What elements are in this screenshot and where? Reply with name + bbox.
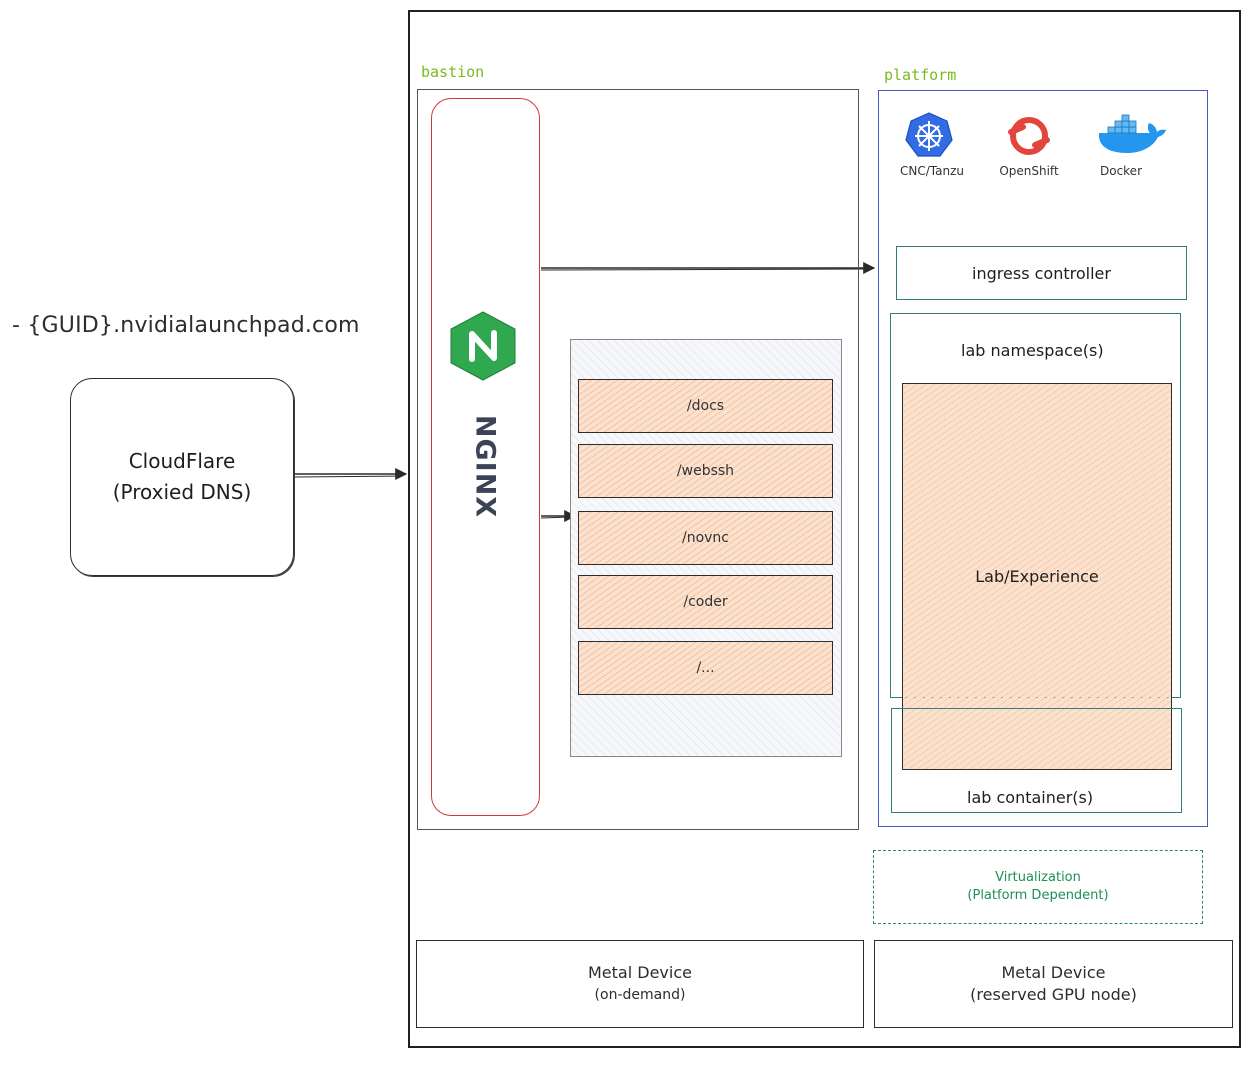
virtualization-line-1: Virtualization: [995, 870, 1081, 885]
lab-container-label: lab container(s): [967, 788, 1094, 807]
route-coder: /coder: [578, 575, 833, 629]
system-frame: [408, 10, 1241, 1048]
metal-right-label-group: Metal Device (reserved GPU node): [970, 962, 1137, 1006]
bastion-title: bastion: [421, 63, 485, 81]
cloudflare-line-1: CloudFlare: [128, 449, 236, 473]
ingress-controller-label: ingress controller: [972, 263, 1111, 283]
lab-container-box: [891, 708, 1182, 813]
route-webssh: /webssh: [578, 444, 833, 498]
metal-right-line-1: Metal Device: [1001, 963, 1106, 982]
virtualization-label-group: Virtualization (Platform Dependent): [967, 869, 1108, 905]
lab-namespace-label: lab namespace(s): [961, 341, 1104, 360]
metal-left-label-group: Metal Device (on-demand): [588, 962, 692, 1006]
cloudflare-label-group: CloudFlare (Proxied DNS): [113, 446, 252, 508]
route-docs: /docs: [578, 379, 833, 433]
metal-device-reserved-gpu: Metal Device (reserved GPU node): [874, 940, 1233, 1028]
nginx-container: [431, 98, 540, 816]
route-novnc: /novnc: [578, 511, 833, 565]
platform-logo-label-tanzu: CNC/Tanzu: [900, 164, 964, 178]
platform-logo-label-docker: Docker: [1099, 164, 1143, 178]
lab-experience-box: Lab/Experience: [902, 383, 1172, 770]
platform-container: [878, 90, 1208, 827]
bastion-container: [417, 89, 859, 830]
openshift-icon: [1005, 112, 1053, 160]
virtualization-line-2: (Platform Dependent): [967, 888, 1109, 903]
ingress-controller-box: ingress controller: [896, 246, 1187, 300]
virtualization-box: Virtualization (Platform Dependent): [873, 850, 1203, 924]
metal-right-line-2: (reserved GPU node): [970, 985, 1137, 1004]
lab-experience-label: Lab/Experience: [975, 567, 1099, 586]
metal-left-line-1: Metal Device: [588, 963, 692, 982]
platform-logo-label-openshift: OpenShift: [999, 164, 1059, 178]
docker-icon: [1097, 112, 1167, 156]
cloudflare-line-2: (Proxied DNS): [112, 480, 252, 504]
metal-device-on-demand: Metal Device (on-demand): [416, 940, 864, 1028]
cloudflare-node: CloudFlare (Proxied DNS): [70, 378, 294, 576]
route-more: /...: [578, 641, 833, 695]
metal-left-line-2: (on-demand): [594, 987, 686, 1003]
nvidia-launchpad-domain: - {GUID}.nvidialaunchpad.com: [12, 313, 360, 338]
platform-title: platform: [884, 66, 957, 84]
nginx-label: NGINX: [469, 414, 501, 519]
kubernetes-icon: [905, 112, 953, 160]
cloudflare-to-nginx-arrow-shadow: [293, 475, 404, 478]
nginx-logo-icon: [445, 311, 521, 381]
